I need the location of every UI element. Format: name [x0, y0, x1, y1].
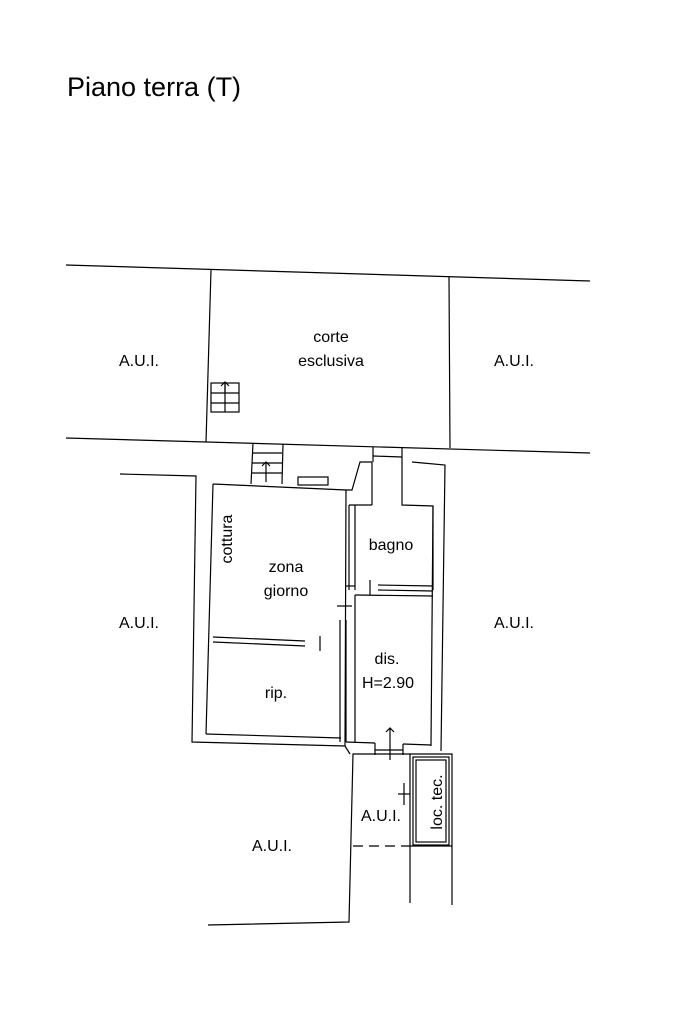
zona-giorno-label-line1: zona — [269, 559, 304, 576]
cottura-label: cottura — [219, 514, 236, 563]
aui-label-bottom-left: A.U.I. — [252, 838, 292, 855]
room-labels: corte esclusiva A.U.I. A.U.I. A.U.I. A.U… — [119, 329, 534, 855]
corte-label-line2: esclusiva — [298, 353, 364, 370]
stair-symbol — [210, 381, 240, 413]
aui-label-top-right: A.U.I. — [494, 353, 534, 370]
dis-label-line1: dis. — [375, 651, 400, 668]
corte-label-line1: corte — [313, 329, 349, 346]
aui-label-bottom-center: A.U.I. — [361, 808, 401, 825]
bagno-label: bagno — [369, 537, 414, 554]
dis-entrance — [374, 727, 404, 760]
page-title: Piano terra (T) — [67, 72, 242, 102]
dis-label-line2: H=2.90 — [362, 675, 414, 692]
zona-giorno-label-line2: giorno — [264, 583, 309, 600]
interior-walls — [212, 505, 434, 746]
lower-annex — [207, 753, 453, 926]
boundary-lines — [65, 264, 591, 454]
entrance-steps — [250, 442, 403, 486]
outer-walls — [119, 461, 446, 755]
loc-tec-label: loc. tec. — [429, 774, 446, 829]
rip-label: rip. — [265, 685, 287, 702]
aui-label-mid-left: A.U.I. — [119, 615, 159, 632]
aui-label-top-left: A.U.I. — [119, 353, 159, 370]
aui-label-mid-right: A.U.I. — [494, 615, 534, 632]
